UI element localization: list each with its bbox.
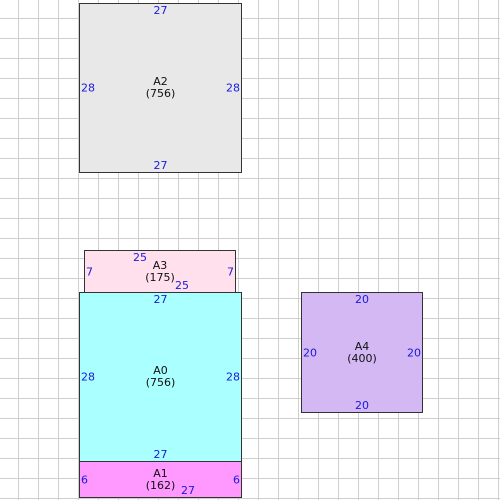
- room-a0-label: A0 (756): [80, 365, 241, 389]
- room-a1-right-dimension: 6: [233, 473, 240, 486]
- room-a1-name: A1: [153, 466, 168, 480]
- room-a3-right-dimension: 7: [227, 265, 234, 278]
- room-a1-left-dimension: 6: [81, 473, 88, 486]
- room-a0-bottom-dimension: 27: [153, 448, 168, 461]
- room-a2-name: A2: [153, 75, 168, 88]
- room-a1-area: (162): [145, 478, 176, 492]
- room-a1-bottom-dimension: 27: [181, 484, 195, 497]
- room-a0-right-dimension: 28: [226, 370, 240, 384]
- room-a1[interactable]: 27 6 6 A1 (162): [79, 461, 242, 498]
- room-a4-left-dimension: 20: [303, 346, 317, 359]
- room-a0[interactable]: 27 27 28 28 A0 (756): [79, 292, 242, 462]
- room-a2-label: A2 (756): [80, 76, 241, 100]
- room-a2-bottom-dimension: 27: [153, 159, 168, 172]
- room-a1-label: A1 (162): [80, 466, 241, 492]
- room-a3-name: A3: [152, 258, 168, 272]
- room-a0-top-dimension: 27: [153, 293, 168, 306]
- room-a3[interactable]: 25 25 7 7 A3 (175): [84, 250, 236, 293]
- room-a4-top-dimension: 20: [355, 293, 369, 306]
- room-a2-left-dimension: 28: [81, 81, 95, 95]
- room-a3-bottom-dimension: 25: [175, 279, 189, 292]
- room-a4-area: (400): [347, 351, 377, 365]
- room-a4-label: A4 (400): [302, 339, 422, 365]
- room-a0-left-dimension: 28: [81, 370, 95, 384]
- room-a4-right-dimension: 20: [407, 346, 421, 359]
- room-a0-name: A0: [153, 364, 168, 377]
- room-a3-top-dimension: 25: [133, 251, 147, 264]
- room-a4-name: A4: [354, 339, 370, 353]
- room-a3-left-dimension: 7: [86, 265, 93, 278]
- room-a2-right-dimension: 28: [226, 81, 240, 95]
- room-a4-bottom-dimension: 20: [355, 399, 369, 412]
- room-a2-top-dimension: 27: [153, 4, 168, 17]
- room-a2[interactable]: 27 27 28 28 A2 (756): [79, 3, 242, 173]
- room-a3-label: A3 (175): [85, 258, 235, 284]
- room-a4[interactable]: 20 20 20 20 A4 (400): [301, 292, 423, 413]
- room-a0-area: (756): [145, 376, 176, 389]
- room-a3-area: (175): [145, 270, 175, 284]
- room-a2-area: (756): [145, 87, 176, 100]
